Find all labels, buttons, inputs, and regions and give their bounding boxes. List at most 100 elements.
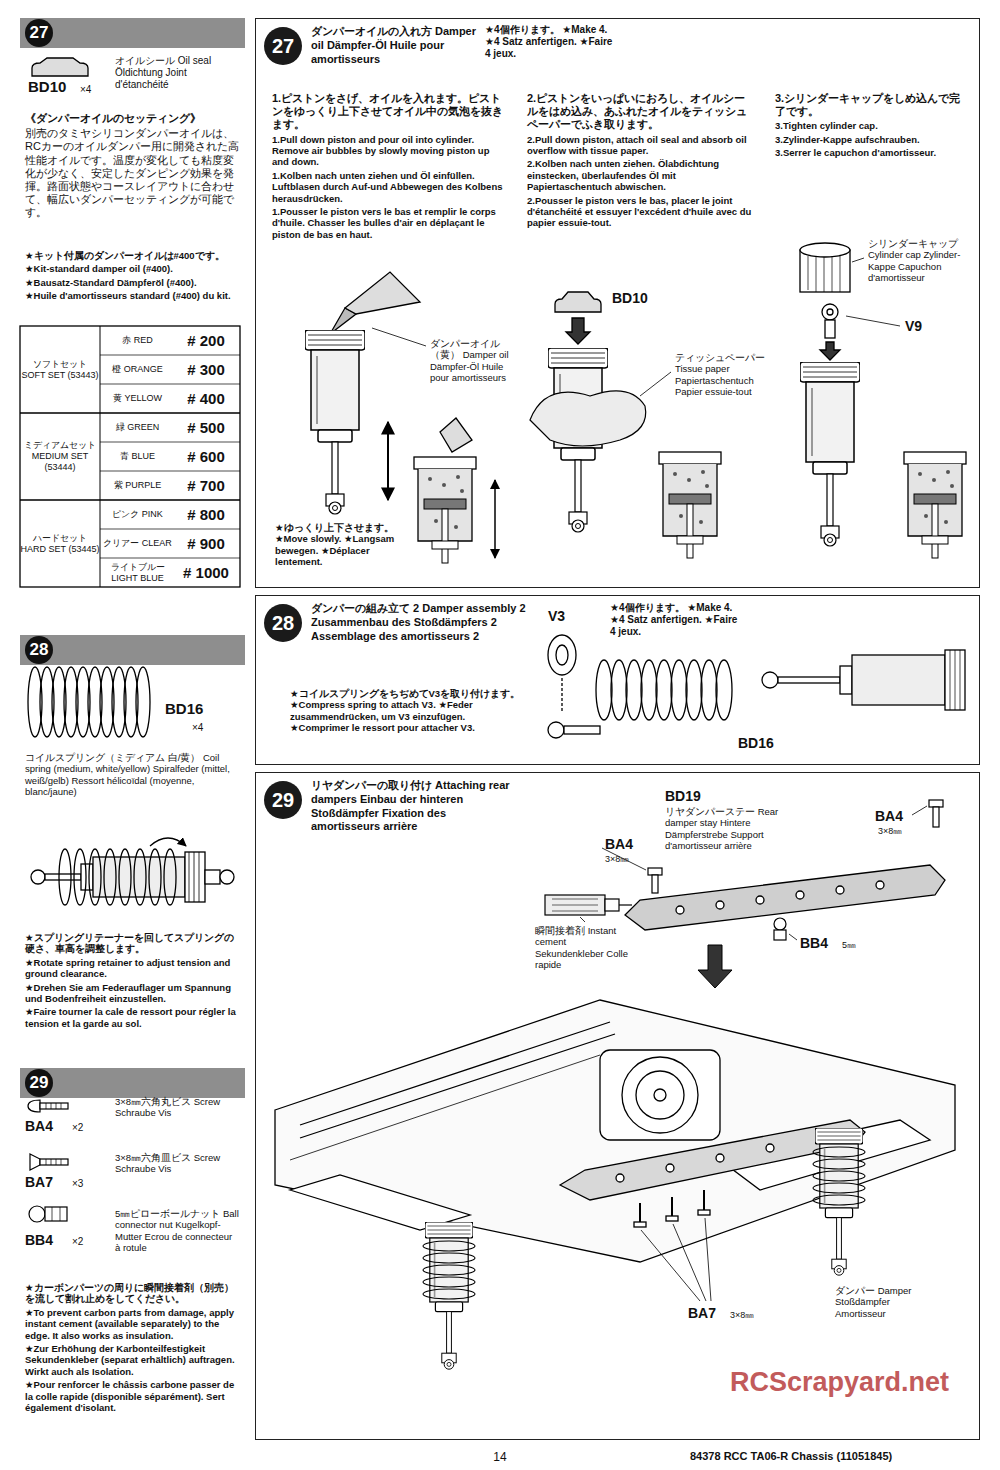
spring-retainer-drawing [548, 722, 564, 738]
table-cell: # 500 [175, 413, 237, 442]
table-grid [100, 326, 101, 587]
table-grid [20, 326, 240, 587]
spring-retainer-drawing [564, 726, 600, 734]
table-cell: ライトブルー LIGHT BLUE [100, 558, 175, 587]
damper-drawing [800, 362, 860, 546]
damper-stay-drawing [625, 865, 945, 930]
step-number-text: 27 [25, 19, 53, 47]
coil-spring-drawing [423, 1253, 475, 1263]
screw-drawing [648, 800, 943, 940]
damper-drawing [93, 857, 185, 897]
step-panel: リヤダンパーの取り付け Attaching rear dampers Einba… [255, 772, 980, 1440]
damper-drawing [950, 650, 960, 710]
quantity: ×2 [72, 1236, 102, 1248]
table-grid [20, 326, 240, 587]
note-text: ★4個作ります。 ★Make 4. ★4 Satz anfertigen. ★F… [610, 602, 745, 638]
coil-spring-drawing [656, 660, 672, 720]
table-cell: ミディアムセット MEDIUM SET (53444) [20, 413, 100, 500]
spring-retainer-drawing [548, 635, 576, 675]
part-code: BA4 [875, 808, 920, 825]
step-number-text: 28 [264, 604, 302, 642]
tissue-drawing [530, 391, 646, 446]
damper-drawing [45, 874, 81, 880]
leader-line [372, 328, 426, 346]
chassis-drawing [290, 1055, 600, 1160]
coil-spring-drawing [423, 1147, 865, 1299]
note-text: ★Faire tourner la cale de ressort pour r… [25, 1006, 240, 1029]
step-number-text: 27 [264, 27, 302, 65]
part-code: BA4 [25, 1118, 70, 1135]
leader-line [789, 934, 797, 940]
quantity: ×2 [72, 1122, 102, 1134]
part-code: V9 [905, 318, 945, 335]
screw-drawing [774, 930, 786, 940]
damper-stay-drawing [716, 901, 724, 909]
table-cell: 赤 RED [100, 326, 175, 355]
damper-drawing [189, 852, 199, 902]
oil-bottle-drawing [440, 418, 472, 452]
chassis-drawing [636, 1071, 684, 1119]
cylinder-cap-drawing [822, 304, 838, 320]
screw-icon [46, 1159, 61, 1165]
damper-drawing [414, 457, 476, 563]
dimension: 5㎜ [842, 940, 872, 951]
table-cell: ピンク PINK [100, 500, 175, 529]
table-cell: 青 BLUE [100, 442, 175, 471]
damper-drawing [31, 838, 234, 905]
part-name: 3×8㎜六角丸ビス Screw Schraube Vis [115, 1096, 240, 1119]
coil-spring-drawing [28, 667, 150, 737]
coil-spring-drawing [716, 660, 732, 720]
cylinder-cap-drawing [808, 256, 840, 292]
step-text: 2.Pull down piston, attach oil seal and … [527, 134, 752, 157]
damper-drawing [164, 849, 176, 905]
quantity: ×3 [72, 1178, 102, 1190]
step-text: 2.Kolben nach unten ziehen. Ölabdichtung… [527, 158, 752, 192]
damper-drawing [220, 870, 234, 884]
note-text: ★4個作ります。 ★Make 4. ★4 Satz anfertigen. ★F… [485, 24, 620, 60]
quantity: ×4 [80, 84, 110, 96]
step-text: 2.ピストンをいっぱいにおろし、オイルシールをはめ込み、あふれたオイルをティッシ… [527, 92, 752, 132]
motion-arrow [388, 422, 495, 558]
callout-label: 瞬間接着剤 Instant cement Sekundenkleber Coll… [535, 925, 630, 971]
damper-drawing [205, 870, 220, 884]
coil-spring-drawing [686, 660, 702, 720]
cylinder-cap-drawing [825, 320, 835, 338]
step-number-text: 28 [25, 636, 53, 664]
direction-arrow [698, 945, 732, 988]
damper-drawing [945, 650, 965, 710]
note-text: ★Kit-standard damper oil (#400). [25, 263, 240, 274]
table-cell: ソフトセット SOFT SET (53443) [20, 326, 100, 413]
note-text: ★Drehen Sie am Federauflager um Spannung… [25, 982, 240, 1005]
step-title: ダンパーの組み立て 2 Damper assembly 2 Zusammenba… [311, 602, 541, 643]
part-code: BD10 [28, 78, 78, 96]
leader-line [640, 372, 671, 396]
callout-label: ダンパー Damper Stoßdämpfer Amortisseur [835, 1285, 935, 1319]
cylinder-cap-drawing [827, 309, 833, 315]
damper-drawing [31, 870, 45, 884]
table-cell: 橙 ORANGE [100, 355, 175, 384]
coil-spring-drawing [813, 1183, 865, 1193]
dimension: 3×8㎜ [878, 826, 918, 837]
oil-seal-icon [32, 58, 88, 76]
table-cell: # 1000 [175, 558, 237, 587]
note-text: ★スプリングリテーナーを回してスプリングの硬さ、車高を調整します。 [25, 932, 240, 955]
part-code: BD10 [612, 290, 662, 307]
note-text: ★Pour renforcer le châssis carbone passe… [25, 1379, 240, 1413]
cylinder-cap-drawing [800, 243, 850, 257]
screw-drawing [648, 868, 662, 875]
damper-drawing [89, 849, 101, 905]
leader-line [852, 258, 864, 262]
table-cell: # 400 [175, 384, 237, 413]
note-text: ★To prevent carbon parts from damage, ap… [25, 1307, 240, 1341]
instant-cement-drawing [545, 895, 632, 915]
screw-drawing [929, 800, 943, 807]
damper-drawing [185, 852, 205, 902]
damper-stay-drawing [876, 881, 884, 889]
damper-drawing [104, 849, 116, 905]
coil-spring-drawing [596, 660, 732, 720]
part-code: BA7 [25, 1174, 70, 1191]
coil-spring-drawing [611, 660, 627, 720]
motion-arrow [387, 422, 389, 500]
table-cell: 緑 GREEN [100, 413, 175, 442]
